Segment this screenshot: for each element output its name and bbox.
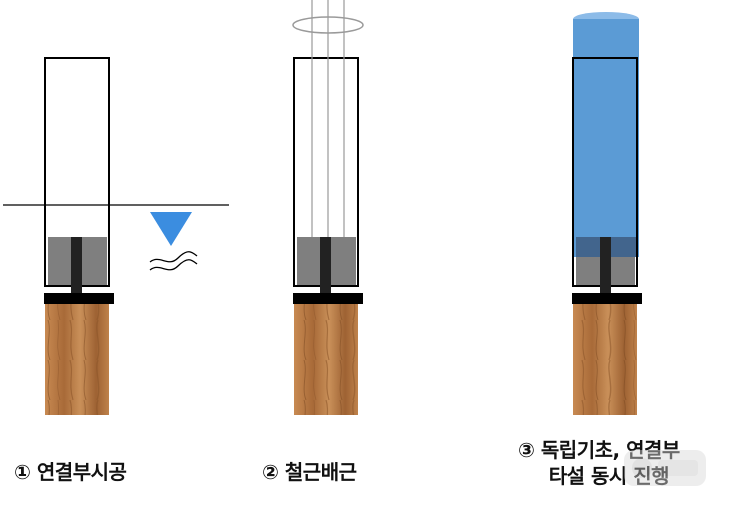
- pile-cap-plate: [293, 293, 363, 304]
- step1-label: 연결부시공: [36, 460, 127, 484]
- step2-number: ②: [262, 460, 279, 484]
- center-rebar: [71, 237, 82, 294]
- wood-grain: [294, 304, 358, 415]
- step1-number: ①: [14, 460, 31, 484]
- wood-grain: [45, 304, 109, 415]
- step3-drawing: [572, 12, 642, 415]
- center-rebar: [320, 237, 331, 294]
- water-wave-icon-2: [149, 259, 198, 271]
- step2-label: 철근배근: [284, 460, 357, 484]
- step1-caption: ① 연결부시공: [14, 459, 127, 485]
- step3-label-line1: 독립기초, 연결부: [540, 438, 680, 462]
- pile-cap-plate: [572, 293, 642, 304]
- step3-label-line2: 타설 동시 진행: [548, 464, 670, 488]
- center-rebar: [600, 237, 611, 294]
- step3-number: ③: [518, 438, 535, 462]
- step2-caption: ② 철근배근: [262, 459, 357, 485]
- water-wave-icon: [149, 251, 198, 263]
- step3-caption: ③ 독립기초, 연결부 타설 동시 진행: [518, 437, 680, 489]
- pile-cap-plate: [44, 293, 114, 304]
- concrete-column-body: [573, 19, 639, 257]
- step1-drawing: [3, 57, 229, 415]
- water-level-triangle-icon: [150, 212, 192, 246]
- watermark-logo: [624, 450, 706, 486]
- step2-drawing: [292, 0, 364, 415]
- wood-grain: [573, 304, 637, 415]
